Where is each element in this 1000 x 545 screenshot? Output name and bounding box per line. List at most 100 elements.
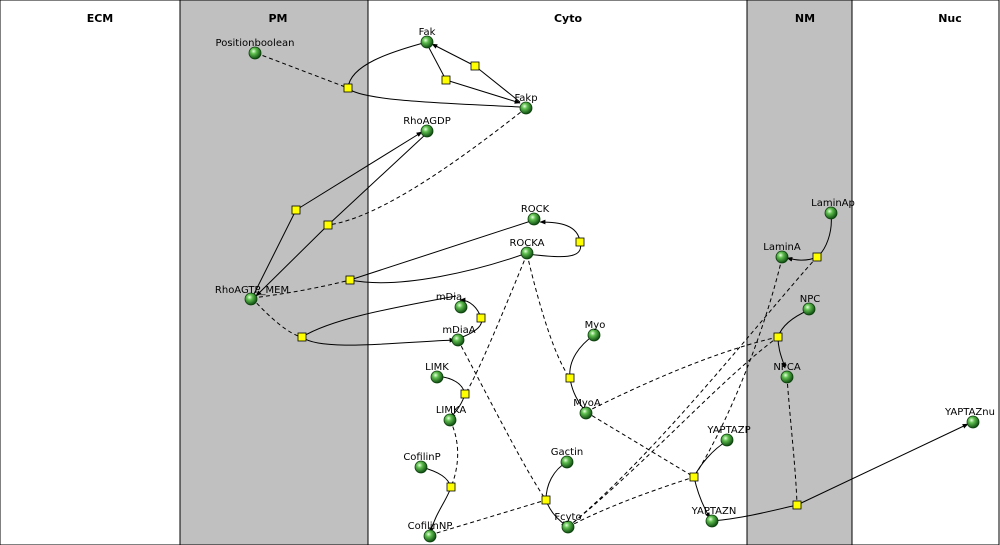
- reaction-r13[interactable]: [541, 495, 551, 505]
- mod-limka-r11: [449, 419, 459, 488]
- reaction-r15[interactable]: [773, 332, 783, 342]
- species-myo[interactable]: Myo: [585, 320, 606, 342]
- mod-fcyto-r16: [567, 476, 695, 528]
- compartment-nm: [746, 0, 853, 545]
- modifier-edges: [251, 52, 818, 536]
- mod-myoa-r16: [585, 411, 695, 478]
- compartment-label-ecm: ECM: [87, 12, 114, 25]
- compartment-label-nm: NM: [795, 12, 815, 25]
- species-limk[interactable]: LIMK: [425, 362, 449, 384]
- label-fak: Fak: [419, 27, 436, 38]
- species-fcyto[interactable]: Fcyto: [554, 512, 582, 534]
- species-cofilinnp[interactable]: CofilinNP: [408, 521, 453, 543]
- species-positionboolean[interactable]: Positionboolean: [216, 38, 295, 60]
- label-limk: LIMK: [425, 362, 449, 373]
- label-rocka: ROCKA: [509, 238, 544, 249]
- mod-rhoagtp-r6: [251, 279, 351, 299]
- edge-r1-to-fakp: [347, 87, 521, 108]
- species-limka[interactable]: LIMKA: [436, 405, 467, 427]
- edge-mdia-to-r8: [301, 295, 457, 338]
- mod-mdiaa-r13: [457, 339, 547, 501]
- reaction-r5[interactable]: [323, 220, 333, 230]
- reaction-r14[interactable]: [812, 252, 822, 262]
- edge-rock-to-r6: [349, 219, 535, 281]
- edge-fak-to-r2: [426, 43, 447, 81]
- label-lamina: LaminA: [763, 242, 801, 253]
- label-fakp: Fakp: [514, 93, 537, 104]
- reaction-r11[interactable]: [446, 482, 456, 492]
- mod-positionboolean-r1: [255, 52, 349, 89]
- label-mdiaa: mDiaA: [442, 325, 475, 336]
- species-rock[interactable]: ROCK: [521, 204, 550, 226]
- edge-fak-to-r1: [347, 41, 428, 89]
- compartment-pm: [179, 0, 369, 545]
- species-mdiaa[interactable]: mDiaA: [442, 325, 476, 347]
- species-fak[interactable]: Fak: [419, 27, 436, 49]
- edge-rhoagdp-to-r5: [327, 133, 427, 226]
- species-npc[interactable]: NPC: [800, 294, 821, 316]
- label-npc: NPC: [800, 294, 821, 305]
- label-yaptazn: YAPTAZN: [691, 506, 737, 517]
- label-gactin: Gactin: [551, 447, 583, 458]
- species-rocka[interactable]: ROCKA: [509, 238, 545, 260]
- species-yaptazp[interactable]: YAPTAZP: [706, 425, 751, 447]
- mod-rocka-r12: [526, 253, 571, 379]
- label-limka: LIMKA: [436, 405, 467, 416]
- reaction-r10[interactable]: [460, 389, 470, 399]
- label-rhoagtp: RhoAGTP_MEM: [215, 285, 289, 296]
- edge-r17-to-yaptaznuc: [796, 423, 969, 506]
- species-lamina[interactable]: LaminA: [763, 242, 801, 264]
- edge-rhoagtp-to-r4: [251, 209, 297, 299]
- label-myoa: MyoA: [573, 398, 601, 409]
- mod-rocka-r10: [464, 253, 528, 395]
- compartment-label-cyto: Cyto: [554, 12, 583, 25]
- mod-rhoagtp-r8: [251, 297, 303, 338]
- species-nodes: Positionboolean Fak Fakp RhoAGDP RhoAGTP…: [215, 27, 995, 543]
- species-myoa[interactable]: MyoA: [573, 398, 601, 420]
- species-mdia[interactable]: mDia: [436, 292, 468, 314]
- label-laminap: LaminAp: [811, 198, 855, 209]
- compartment-label-pm: PM: [268, 12, 287, 25]
- species-npca[interactable]: NPCA: [773, 362, 801, 384]
- mod-fcyto-r14: [567, 256, 818, 528]
- mod-lamina-r16: [693, 257, 783, 478]
- species-cofilinp[interactable]: CofilinP: [403, 452, 441, 474]
- compartment-cyto: [367, 0, 748, 545]
- compartment-ecm: [0, 0, 181, 545]
- label-rhoagdp: RhoAGDP: [403, 116, 451, 127]
- species-yaptazn[interactable]: YAPTAZN: [691, 506, 737, 528]
- reaction-r6[interactable]: [345, 275, 355, 285]
- reaction-r1[interactable]: [343, 83, 353, 93]
- reaction-r7[interactable]: [575, 237, 585, 247]
- label-yaptaznuc: YAPTAZnu: [944, 407, 995, 418]
- species-fakp[interactable]: Fakp: [514, 93, 538, 115]
- reaction-nodes: [291, 61, 822, 510]
- edge-r4-to-rhoagdp: [295, 131, 423, 211]
- species-rhoagdp[interactable]: RhoAGDP: [403, 116, 451, 138]
- reaction-r3[interactable]: [470, 61, 480, 71]
- edge-r5-to-rhoagtp: [255, 224, 329, 297]
- mod-npca-r17: [786, 376, 798, 506]
- reaction-r4[interactable]: [291, 205, 301, 215]
- reaction-r9[interactable]: [476, 313, 486, 323]
- edge-rocka-to-r6: [349, 252, 528, 284]
- species-yaptaznuc[interactable]: YAPTAZnu: [944, 407, 995, 429]
- mod-fcyto-r15: [567, 336, 779, 528]
- label-mdia: mDia: [436, 292, 462, 303]
- reaction-r12[interactable]: [565, 373, 575, 383]
- species-rhoagtp[interactable]: RhoAGTP_MEM: [215, 285, 289, 306]
- edge-r3-to-fak: [431, 43, 476, 67]
- edge-r2-to-fakp: [445, 79, 521, 104]
- mod-cofilinnp-r13: [429, 499, 547, 536]
- reaction-r17[interactable]: [792, 500, 802, 510]
- reaction-r8[interactable]: [297, 332, 307, 342]
- species-gactin[interactable]: Gactin: [551, 447, 583, 469]
- label-yaptazp: YAPTAZP: [706, 425, 750, 436]
- reaction-r2[interactable]: [441, 75, 451, 85]
- species-laminap[interactable]: LaminAp: [811, 198, 855, 220]
- label-myo: Myo: [585, 320, 606, 331]
- reaction-r16[interactable]: [689, 472, 699, 482]
